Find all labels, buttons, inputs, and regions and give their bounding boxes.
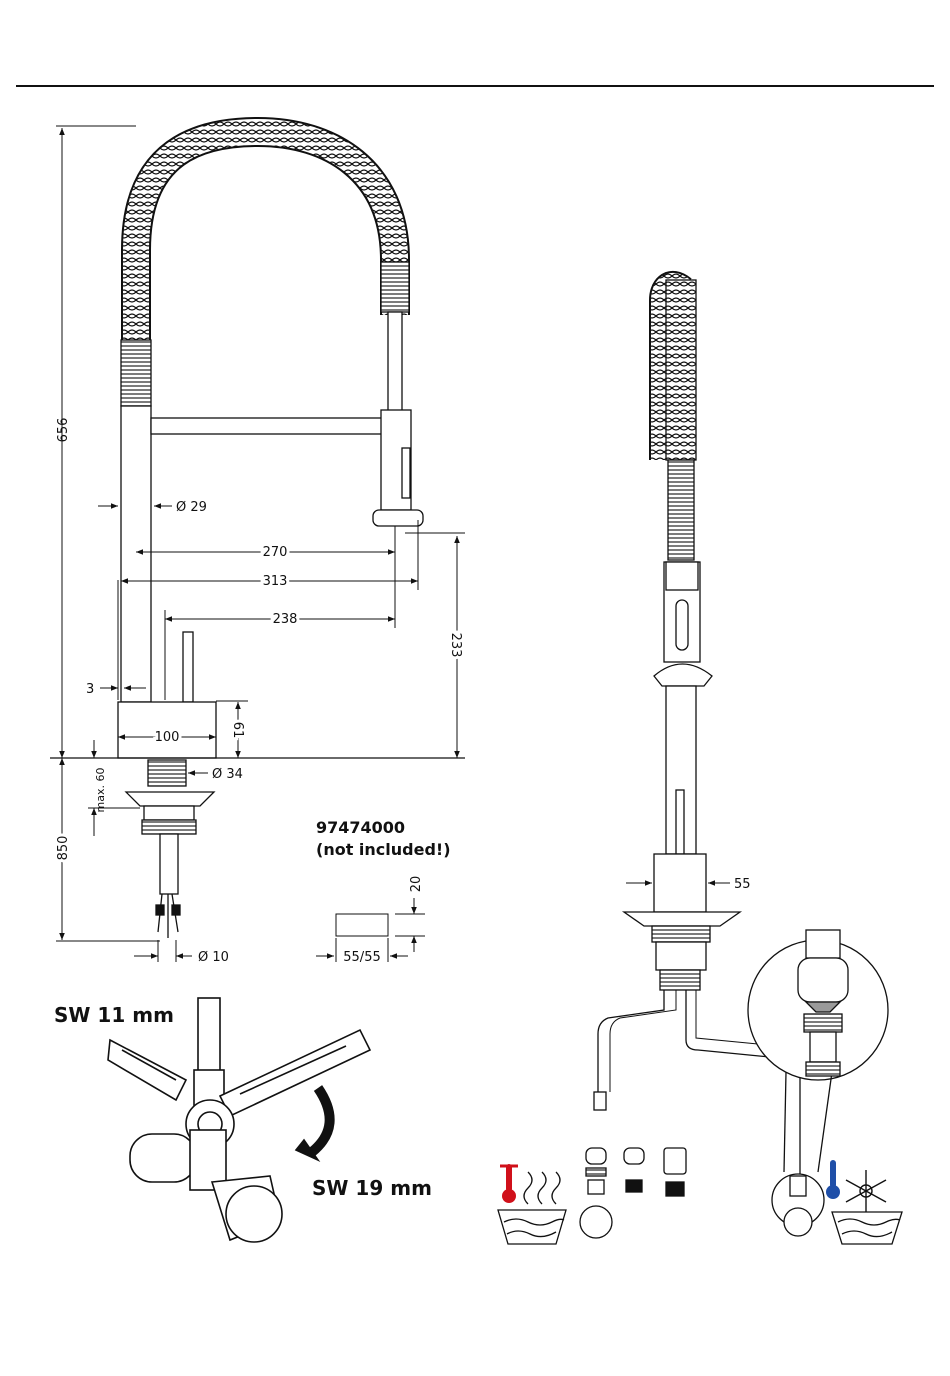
accessory-size: 55/55 <box>343 950 380 965</box>
faucet-column <box>121 406 151 702</box>
wrench-small-label: SW 11 mm <box>54 1003 174 1027</box>
dim-base-width: 100 <box>155 730 180 745</box>
installation-illustration <box>108 998 370 1242</box>
accessory-block: 97474000 (not included!) 20 55/55 <box>316 818 451 965</box>
snowflake-icon <box>846 1170 886 1212</box>
faucet-arm <box>151 418 383 434</box>
dim-diameter-supply: Ø 10 <box>198 950 229 965</box>
dim-base-height: 61 <box>230 722 245 739</box>
side-view-drawing <box>498 280 902 1244</box>
dim-body-width: 55 <box>734 877 751 892</box>
dim-reach-spout: 270 <box>263 545 288 560</box>
accessory-part-number: 97474000 <box>316 818 405 837</box>
mixer-lever <box>183 632 193 702</box>
thermometer-cold-icon <box>826 1160 840 1199</box>
dim-max-thickness: max. 60 <box>94 768 107 813</box>
dim-reach-total: 313 <box>263 574 288 589</box>
wrench-large-label: SW 19 mm <box>312 1176 432 1200</box>
dim-height-spray: 233 <box>448 633 463 658</box>
thermometer-hot-icon <box>500 1164 518 1203</box>
dim-reach-inner: 238 <box>273 612 298 627</box>
dim-wall-offset: 3 <box>86 682 94 697</box>
dim-diameter-hose: Ø 29 <box>176 500 207 515</box>
dim-height-total: 656 <box>56 418 71 443</box>
spring-base-left <box>121 340 151 406</box>
threaded-shank <box>148 760 186 786</box>
side-base <box>654 854 706 912</box>
accessory-note: (not included!) <box>316 840 451 859</box>
dim-diameter-shank: Ø 34 <box>212 767 243 782</box>
dim-below-counter: 850 <box>56 836 71 861</box>
accessory-height: 20 <box>409 876 424 893</box>
